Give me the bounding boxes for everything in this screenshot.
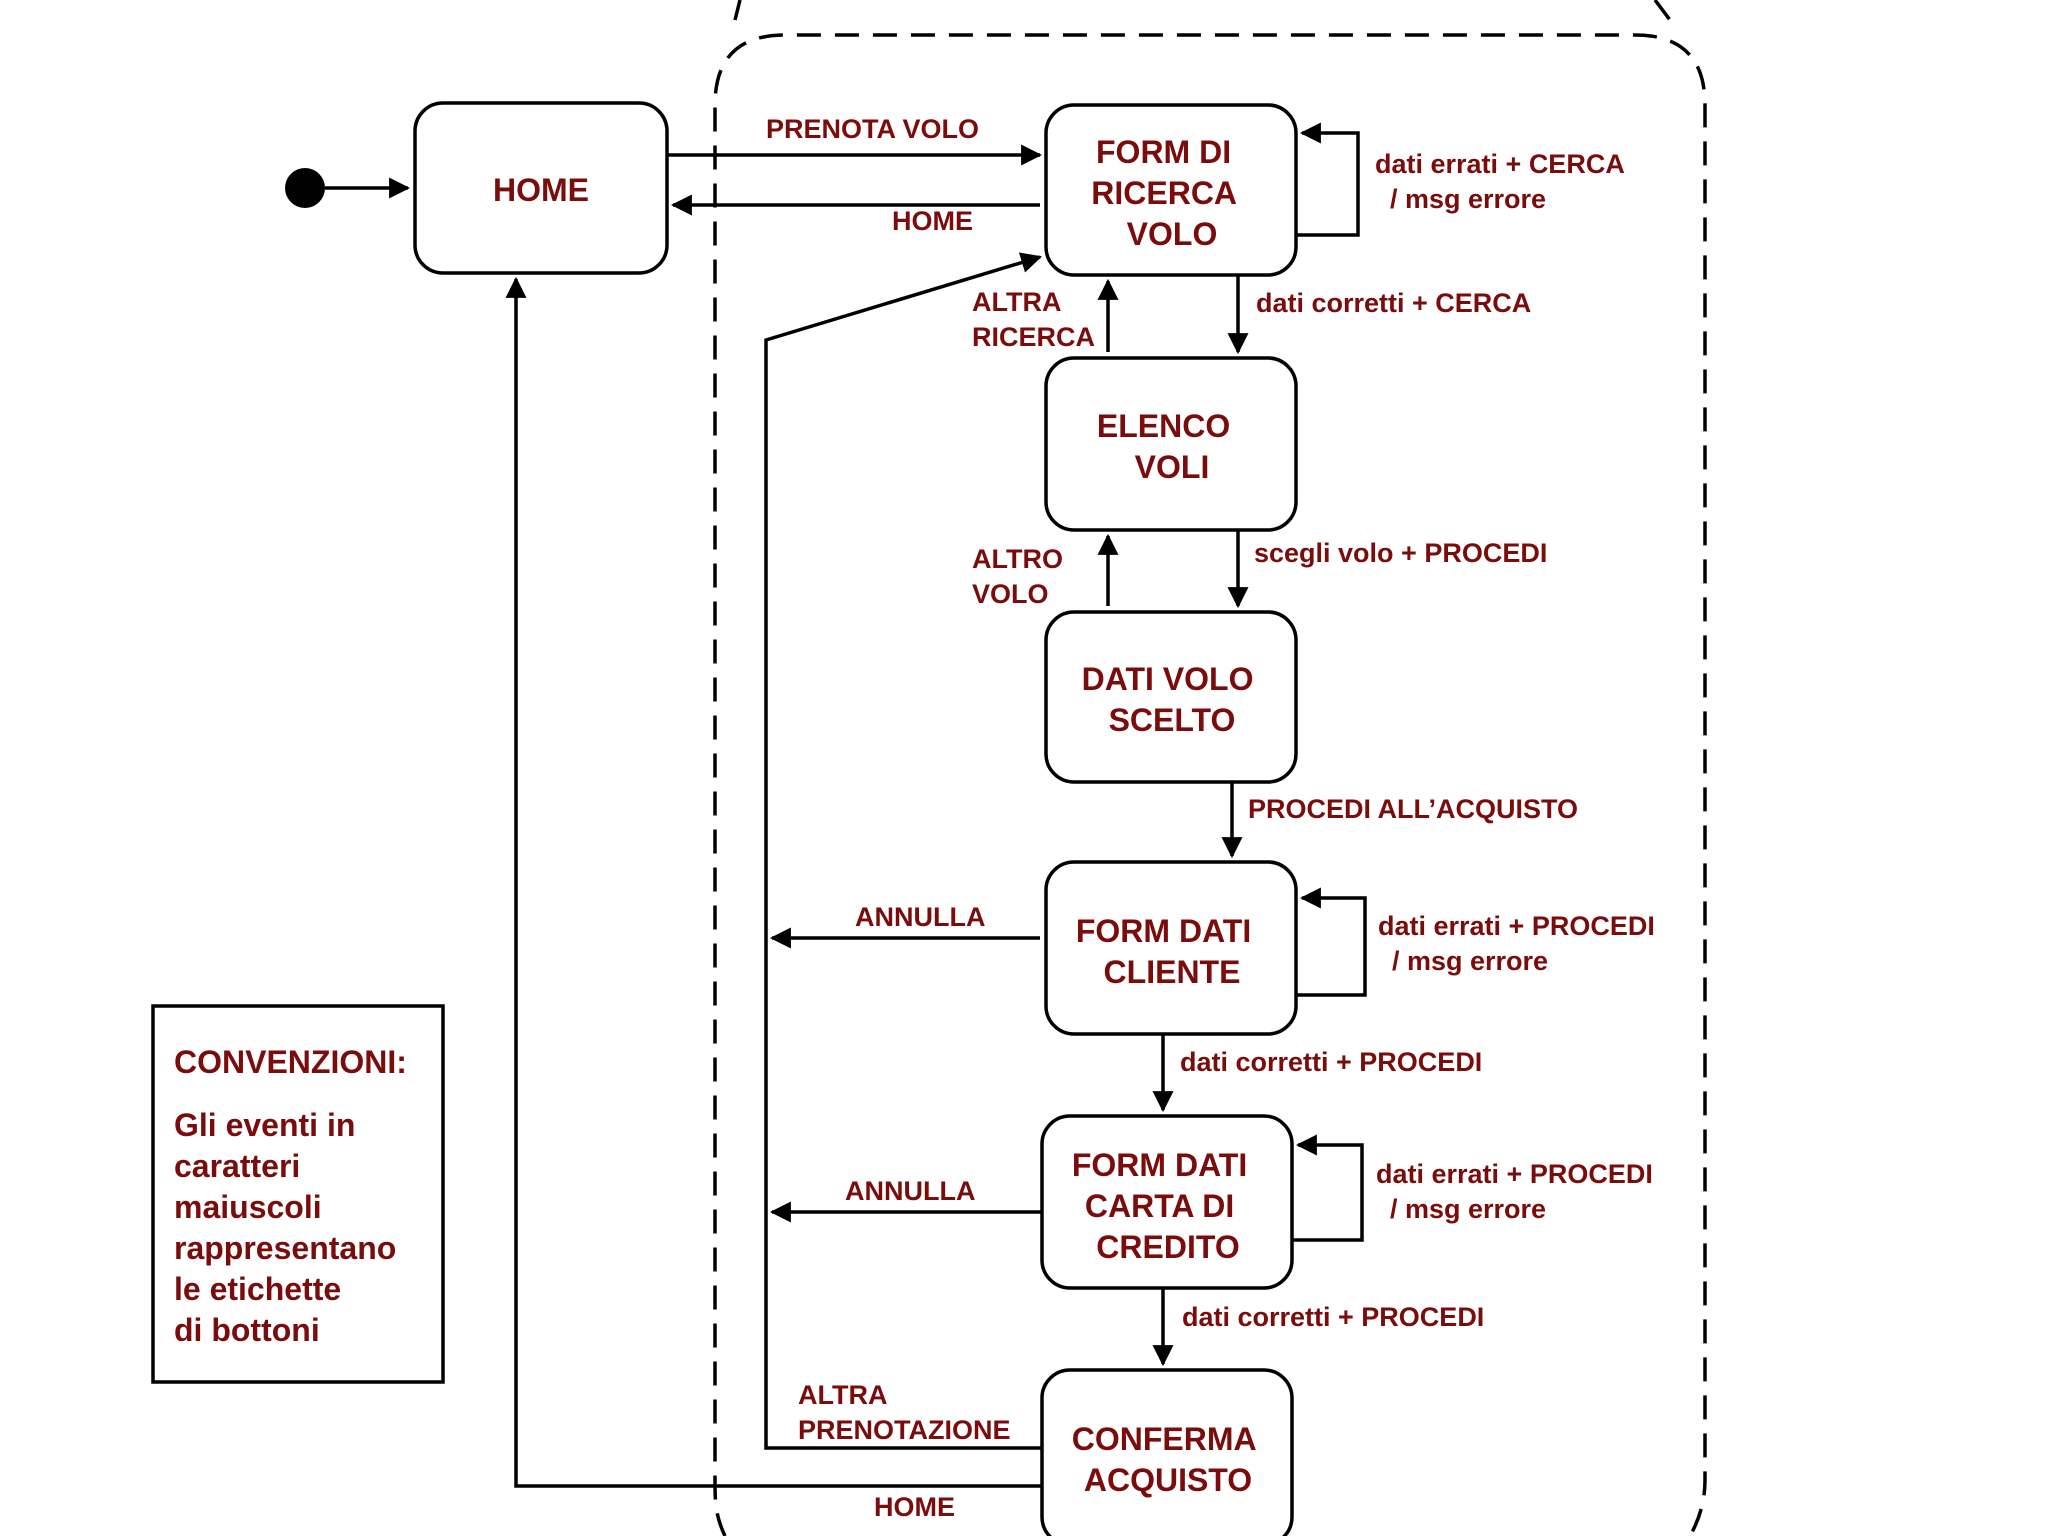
state-elenco-voli: [1044, 356, 1298, 532]
state-form-cliente-label: FORM DATI CLIENTE: [1076, 913, 1260, 990]
state-home: [413, 101, 669, 275]
label-altro-volo: ALTRO VOLO: [972, 544, 1071, 609]
loop-ricerca-errore: [1296, 122, 1360, 237]
label-annulla-cliente: ANNULLA: [855, 902, 985, 932]
state-conferma-label: CONFERMA ACQUISTO: [1072, 1421, 1265, 1498]
state-elenco-voli-label: ELENCO VOLI: [1097, 408, 1239, 485]
state-form-ricerca-label: FORM DI RICERCA VOLO: [1091, 134, 1244, 252]
state-dati-volo: [1044, 610, 1298, 784]
initial-state: [285, 168, 325, 208]
conventions-box: [151, 1004, 445, 1384]
label-ricerca-ok: dati corretti + CERCA: [1256, 288, 1531, 318]
label-procedi-acquisto: PROCEDI ALL’ACQUISTO: [1248, 794, 1578, 824]
conventions-title: CONVENZIONI:: [174, 1044, 407, 1080]
state-form-carta-label: FORM DATI CARTA DI CREDITO: [1072, 1147, 1256, 1265]
loop-cliente-errore: [1296, 887, 1367, 997]
superstate-boundary: [713, 33, 1707, 1536]
state-dati-volo-label: DATI VOLO SCELTO: [1082, 661, 1263, 738]
label-home-final: HOME: [874, 1492, 955, 1522]
label-cliente-errore: dati errati + PROCEDI / msg errore: [1378, 911, 1662, 976]
state-conferma: [1040, 1368, 1294, 1536]
label-altra-ricerca: ALTRA RICERCA: [972, 287, 1095, 352]
label-prenota-volo: PRENOTA VOLO: [766, 114, 979, 144]
loop-carta-errore: [1292, 1134, 1364, 1242]
outer-dashed-arc: [733, 0, 1672, 22]
arrow-altra-prenotazione: [764, 252, 1043, 1450]
state-form-carta: [1040, 1114, 1294, 1290]
label-ricerca-errore: dati errati + CERCA / msg errore: [1375, 149, 1631, 214]
state-home-label: HOME: [493, 172, 589, 208]
state-form-cliente: [1044, 860, 1298, 1036]
label-carta-ok: dati corretti + PROCEDI: [1182, 1302, 1484, 1332]
label-home-back: HOME: [892, 206, 973, 236]
label-carta-errore: dati errati + PROCEDI / msg errore: [1376, 1159, 1660, 1224]
state-form-ricerca: [1044, 103, 1298, 277]
label-altra-prenotazione: ALTRA PRENOTAZIONE: [798, 1380, 1011, 1445]
label-cliente-ok: dati corretti + PROCEDI: [1180, 1047, 1482, 1077]
label-annulla-carta: ANNULLA: [845, 1176, 975, 1206]
conventions-text: Gli eventi in caratteri maiuscoli rappre…: [174, 1107, 405, 1348]
arrow-home-final: [505, 276, 1042, 1488]
label-scegli-volo: scegli volo + PROCEDI: [1254, 538, 1547, 568]
